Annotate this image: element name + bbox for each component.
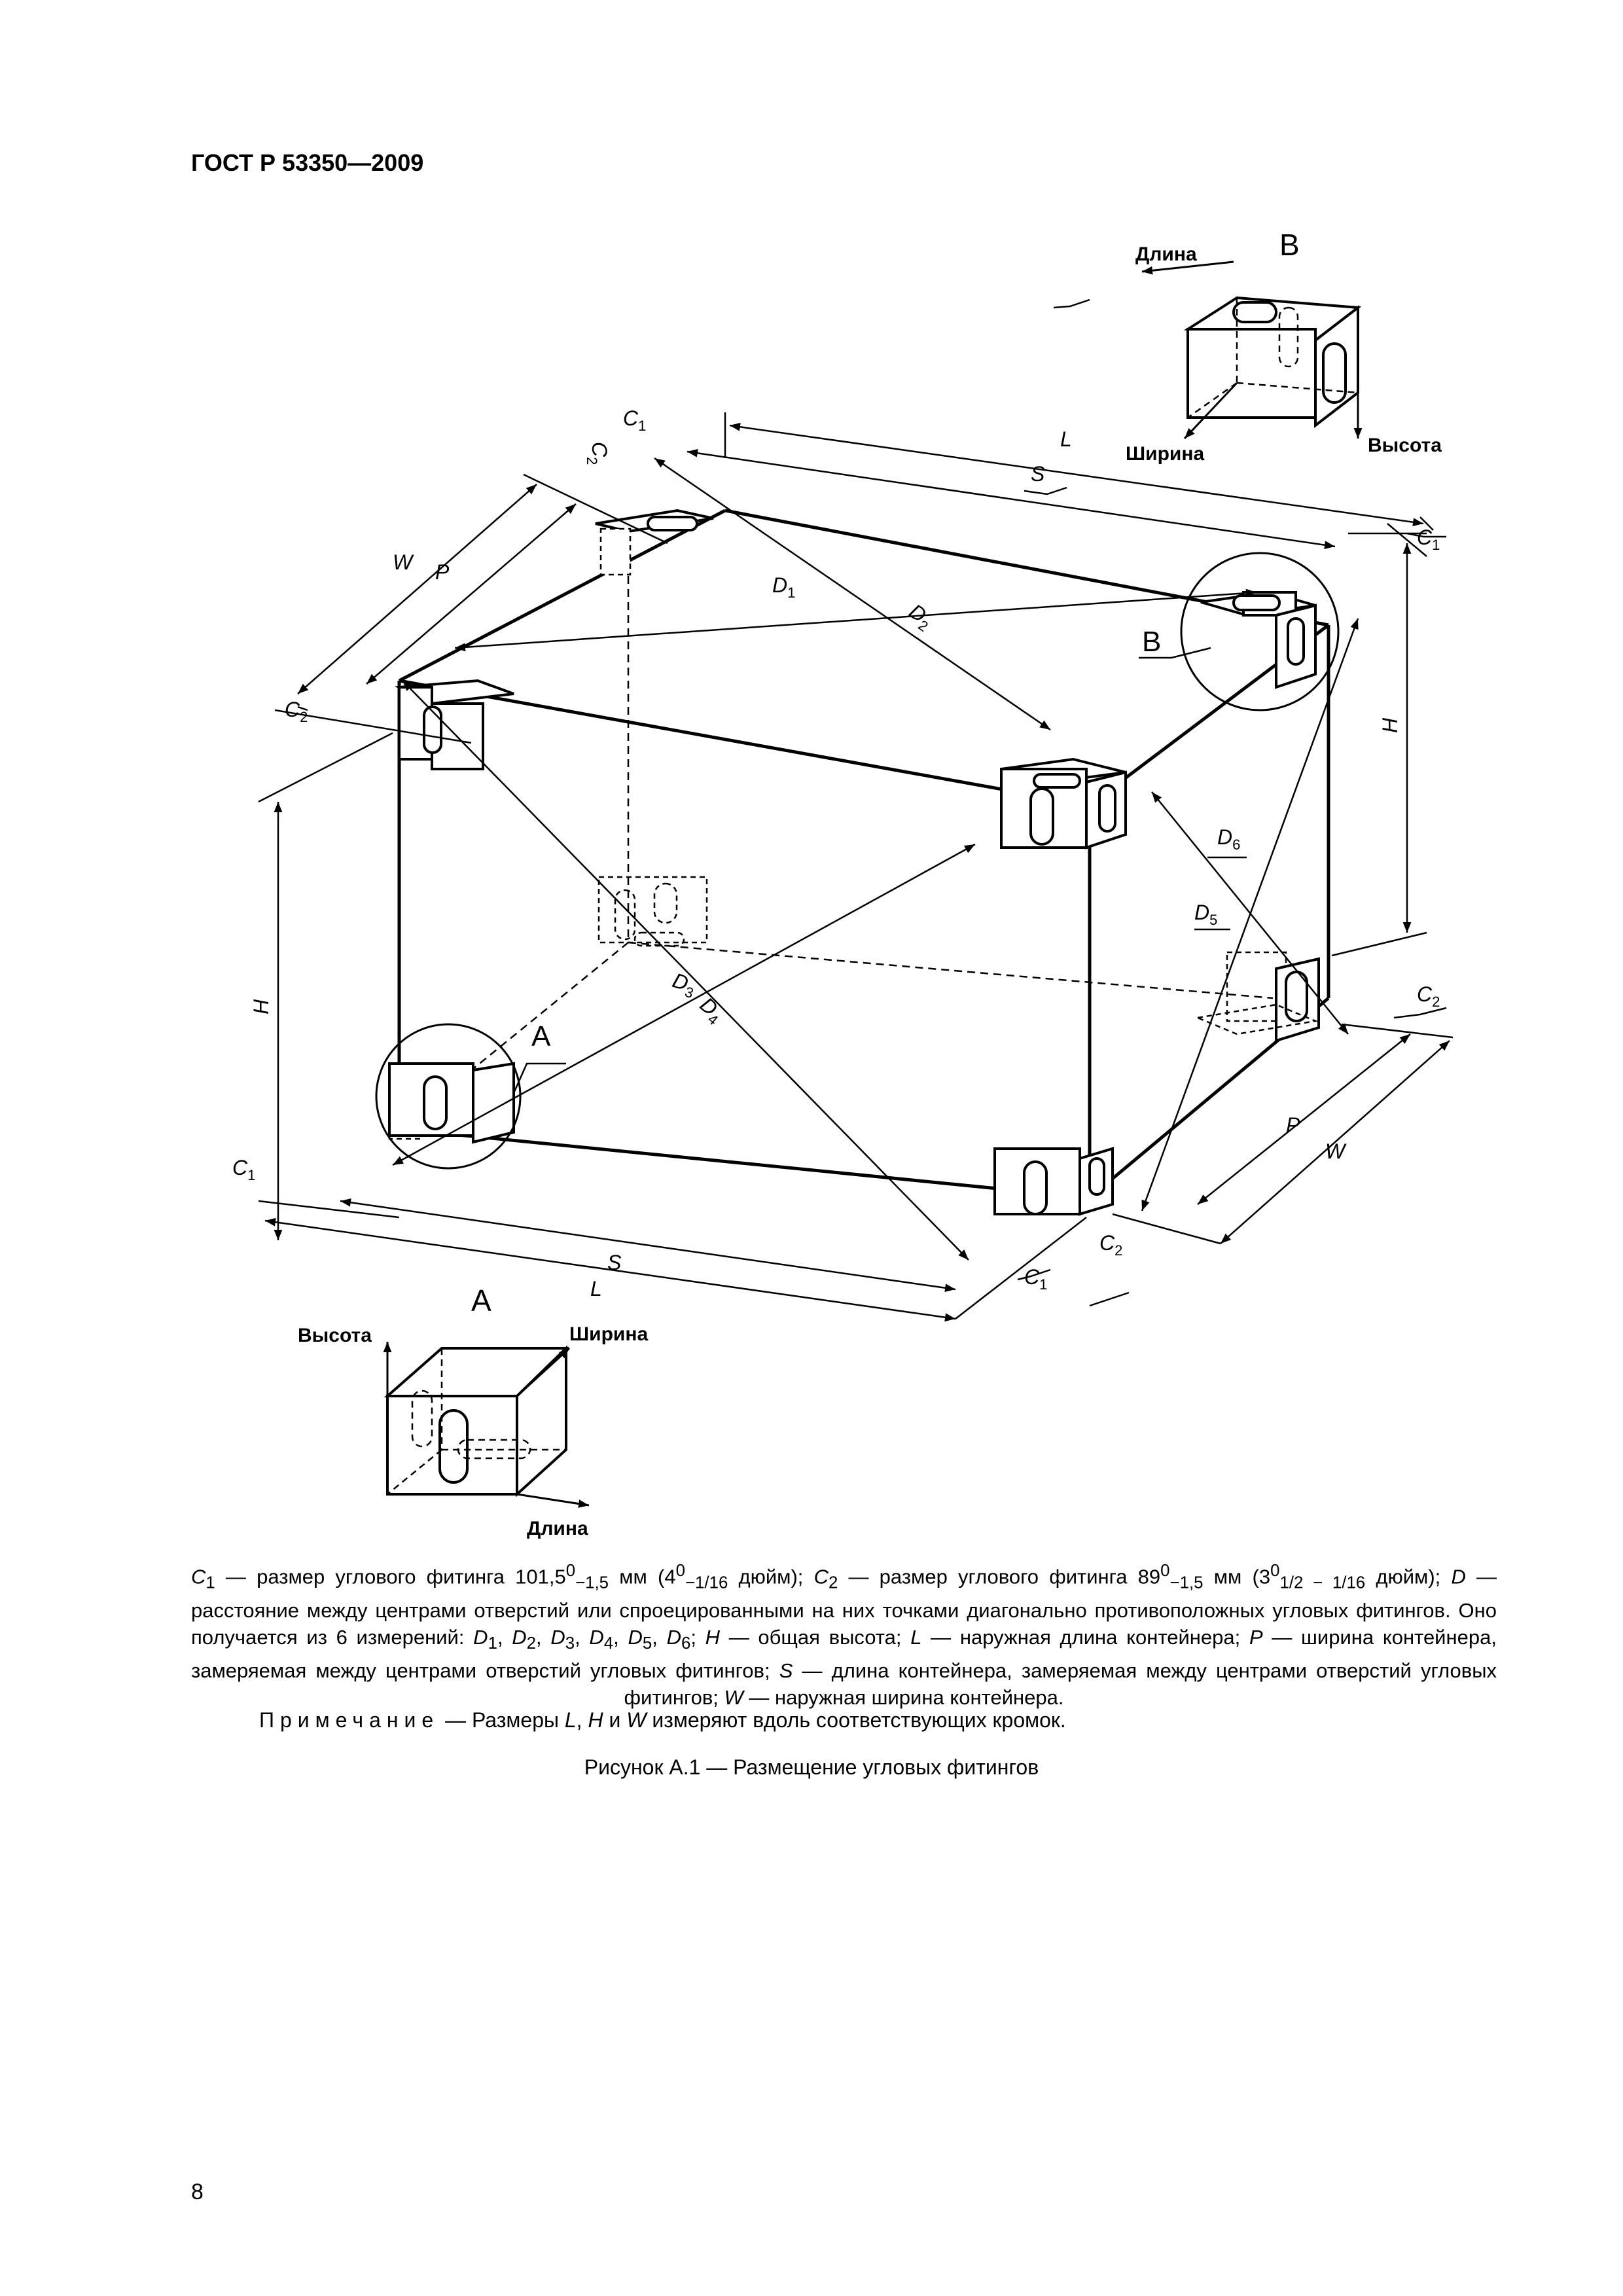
label-d3: D3 <box>668 968 699 1001</box>
callout-labels: A B <box>531 626 1161 1052</box>
label-l-bottom: L <box>590 1277 602 1300</box>
callout-b: B <box>1142 626 1161 658</box>
label-w-right: W <box>1325 1139 1347 1163</box>
label-c2-bottom: C2 <box>1099 1231 1122 1259</box>
label-p-left: P <box>435 560 450 584</box>
fitting-back-right-top <box>1200 590 1317 689</box>
detail-b-length-label: Длина <box>1135 243 1197 265</box>
label-d2: D2 <box>902 599 937 635</box>
detail-b: B Длина Ширина Высота <box>1126 228 1442 465</box>
label-l-top: L <box>1060 427 1072 451</box>
label-c2-right: C2 <box>1417 982 1440 1010</box>
label-w-left: W <box>393 550 414 574</box>
corner-fittings-figure: L S W P H H S L P W C1 C2 C1 C2 C1 C2 C2… <box>232 228 1454 1539</box>
detail-b-width-label: Ширина <box>1126 443 1204 465</box>
label-c1-left: C1 <box>232 1156 255 1183</box>
label-p-right: P <box>1286 1113 1300 1137</box>
label-d4: D4 <box>693 992 728 1028</box>
label-c1-top: C1 <box>623 406 646 434</box>
standard-designation: ГОСТ Р 53350—2009 <box>191 149 424 176</box>
label-d1: D1 <box>772 573 795 601</box>
fitting-front-left-bottom <box>388 1062 515 1144</box>
label-d6: D6 <box>1217 825 1240 853</box>
callout-a: A <box>531 1020 551 1052</box>
label-c1-right: C1 <box>1417 526 1440 553</box>
fitting-front-right-bottom <box>993 1147 1114 1216</box>
label-c2-left: C2 <box>285 698 308 725</box>
figure-note: Примечание — Размеры L, H и W измеряют в… <box>259 1708 1066 1732</box>
fitting-back-left-bottom <box>597 876 708 947</box>
detail-a-length-label: Длина <box>527 1518 588 1539</box>
label-c2-top: C2 <box>584 442 611 465</box>
label-h-left: H <box>249 999 273 1014</box>
leader-lines <box>297 298 1447 1307</box>
note-label: Примечание <box>259 1708 440 1732</box>
label-h-right: H <box>1378 717 1402 733</box>
dimension-labels: L S W P H H S L P W C1 C2 C1 C2 C1 C2 C2… <box>232 406 1440 1300</box>
label-s-top: S <box>1031 462 1044 486</box>
label-d5: D5 <box>1194 901 1217 928</box>
fitting-front-right-top <box>1000 757 1127 850</box>
detail-a-height-label: Высота <box>298 1325 372 1346</box>
detail-b-height-label: Высота <box>1368 435 1442 456</box>
detail-a-title: A <box>471 1283 491 1318</box>
detail-a: A Высота Ширина Длина <box>298 1283 648 1539</box>
page-number: 8 <box>191 2179 204 2204</box>
label-c1-bottom: C1 <box>1024 1265 1047 1293</box>
diagonals <box>392 457 1359 1261</box>
dimension-lines <box>258 412 1454 1322</box>
detail-b-title: B <box>1279 228 1300 262</box>
fitting-back-left-top <box>595 509 714 576</box>
label-s-bottom: S <box>607 1251 621 1274</box>
figure-legend: C1 — размер углового фитинга 101,50−1,5 … <box>191 1562 1497 1709</box>
container-outline <box>397 509 1330 1200</box>
detail-a-width-label: Ширина <box>569 1323 648 1345</box>
figure-caption: Рисунок А.1 — Размещение угловых фитинго… <box>584 1755 1039 1779</box>
